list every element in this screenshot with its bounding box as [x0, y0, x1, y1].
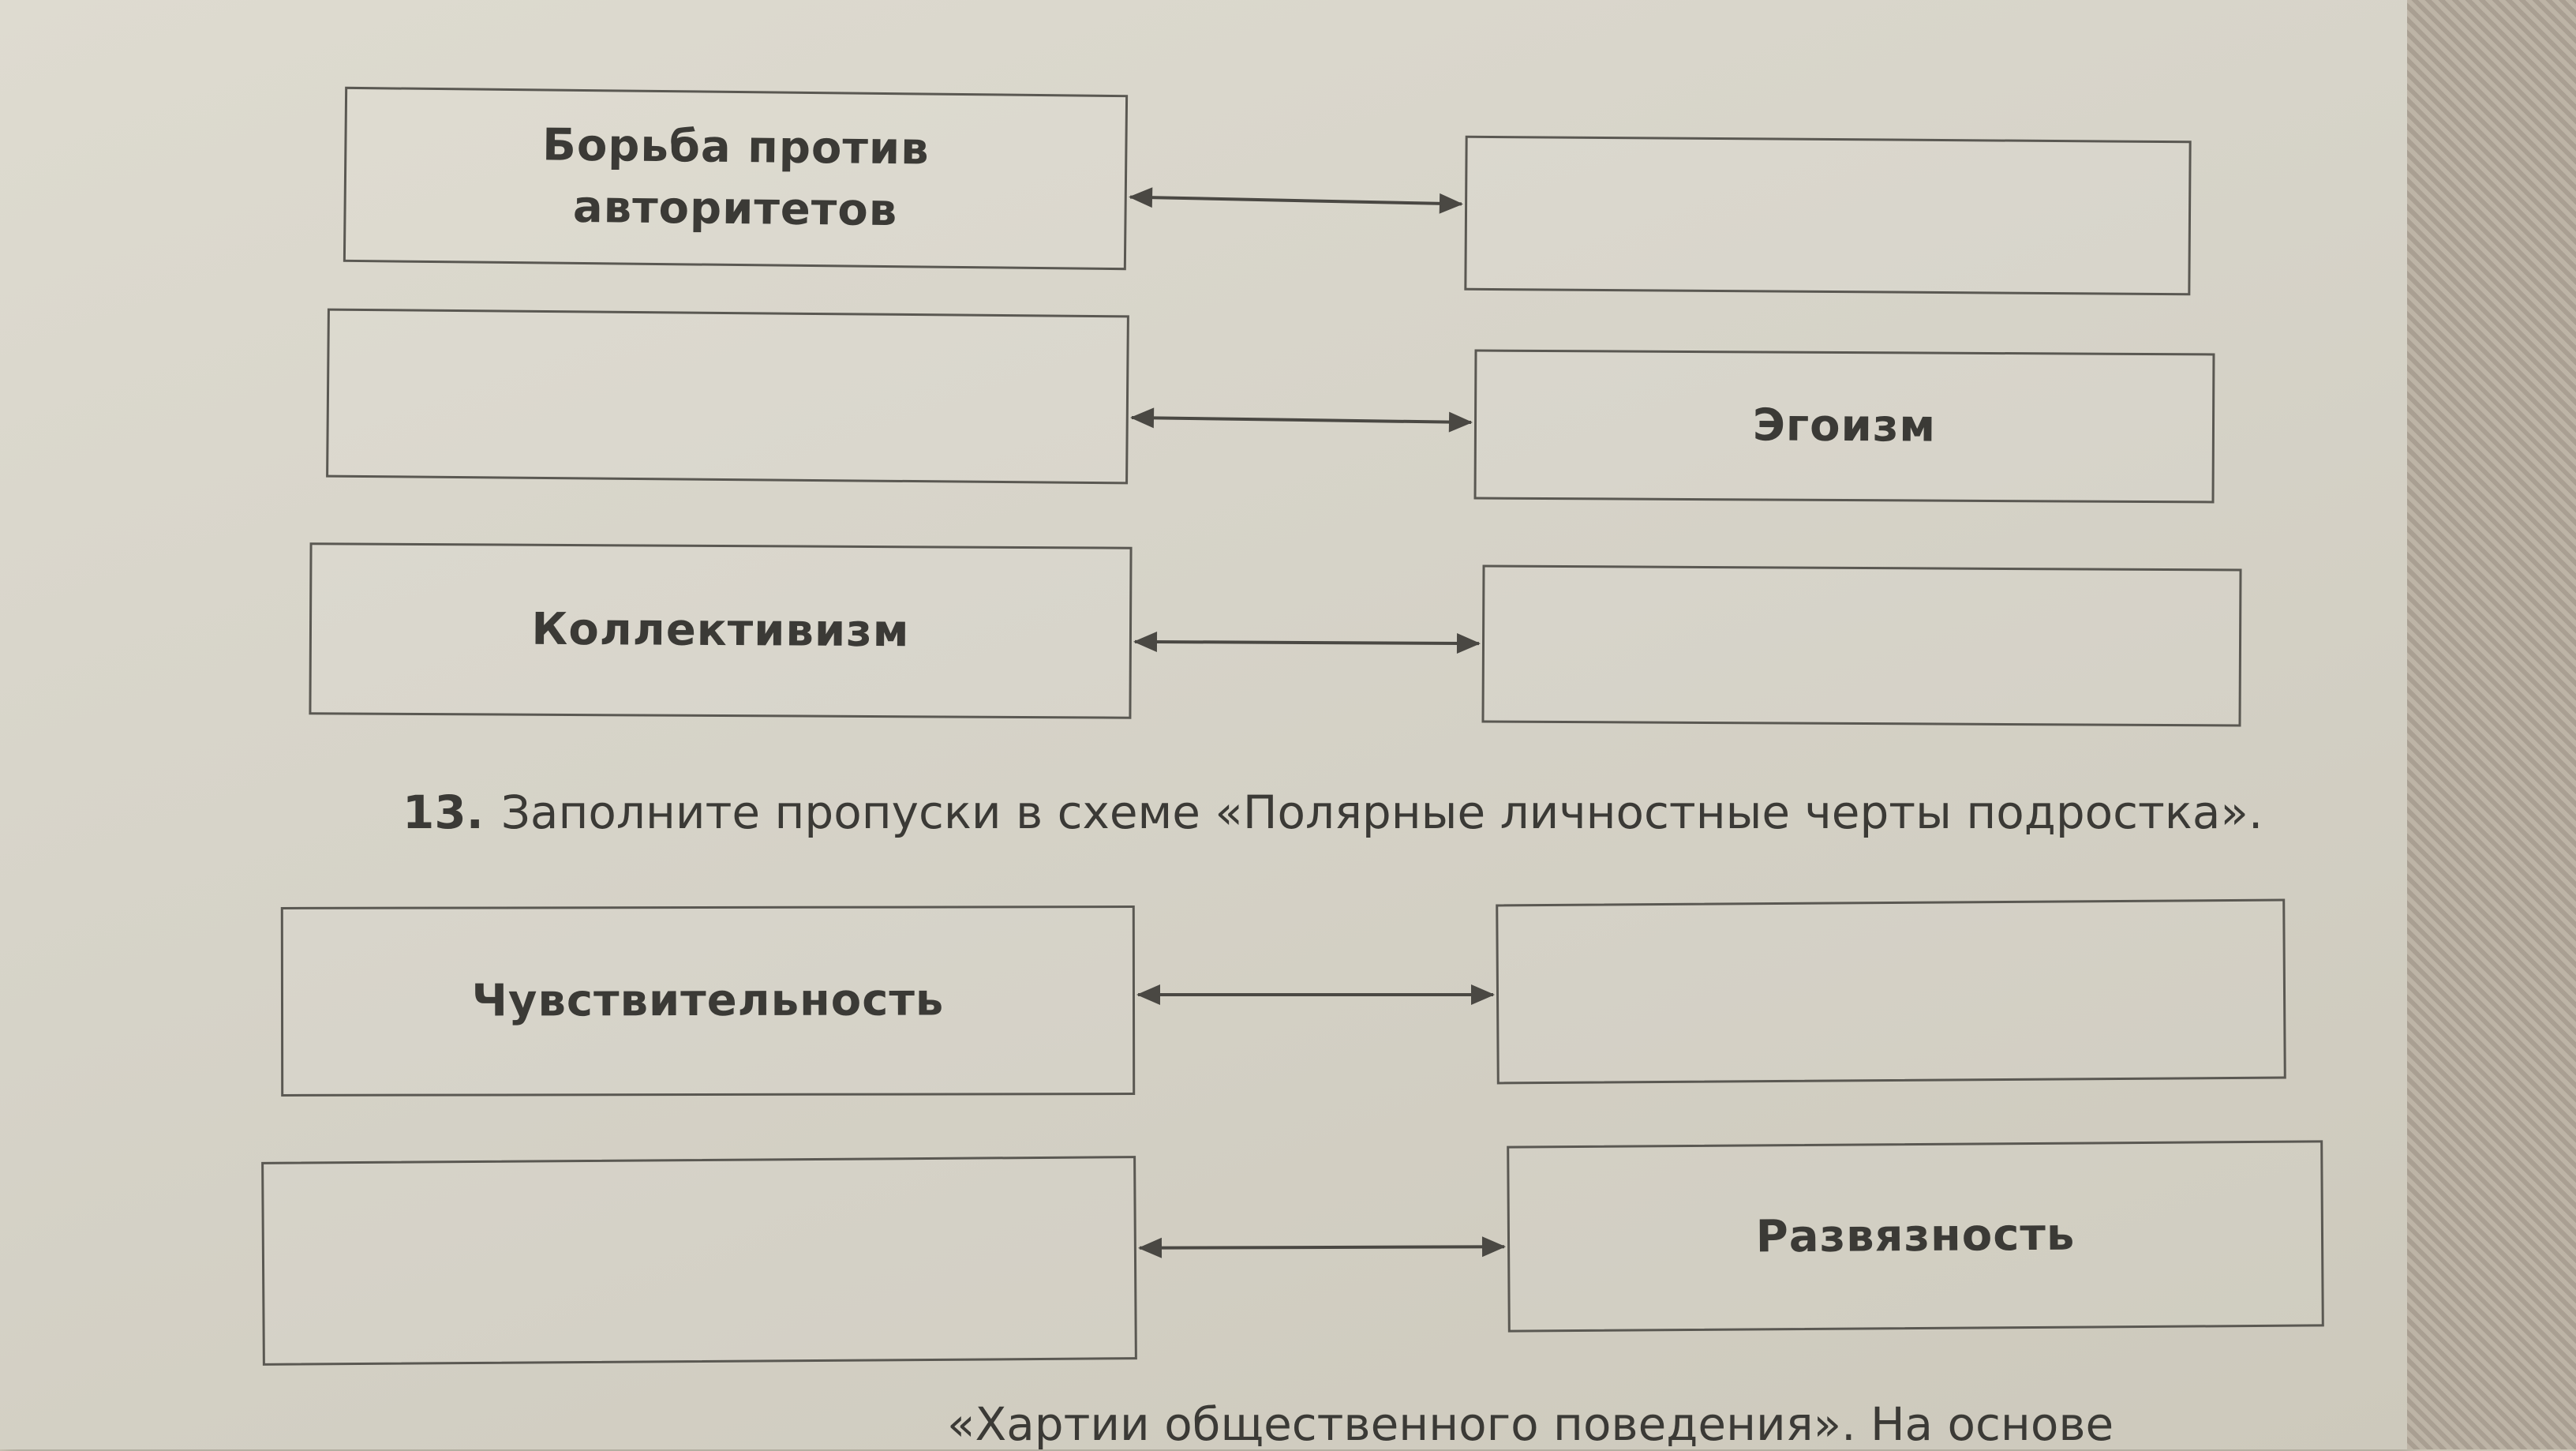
top-row1-arrow	[1130, 195, 1462, 206]
task13-row1-right-box[interactable]	[1496, 898, 2286, 1085]
top-row1-right-box[interactable]	[1464, 135, 2192, 296]
task-13-heading: 13. Заполните пропуски в схеме «Полярные …	[402, 785, 2263, 839]
task13-row2-right-text: Развязность	[1755, 1209, 2076, 1263]
top-row3-right-box[interactable]	[1481, 564, 2242, 727]
task13-row2-right-box[interactable]: Развязность	[1507, 1140, 2324, 1333]
top-row2-right-box[interactable]: Эгоизм	[1473, 349, 2215, 504]
background-fabric	[2407, 0, 2576, 1449]
task13-row2-arrow	[1139, 1245, 1505, 1250]
top-row1-left-box[interactable]: Борьба против авторитетов	[343, 86, 1129, 271]
task13-row1-left-text: Чувствительность	[471, 974, 945, 1027]
top-row3-left-box[interactable]: Коллективизм	[309, 542, 1133, 719]
top-row1-left-text: Борьба против авторитетов	[541, 119, 930, 237]
task-text: Заполните пропуски в схеме «Полярные лич…	[500, 785, 2263, 839]
task13-row1-arrow	[1136, 984, 1495, 1005]
top-row2-arrow	[1131, 415, 1472, 425]
workbook-page: Борьба против авторитетов Эгоизм Коллект…	[0, 0, 2407, 1449]
top-row3-arrow	[1134, 639, 1480, 646]
footer-text: «Хартии общественного поведения». На осн…	[947, 1397, 2114, 1451]
task13-row1-left-box[interactable]: Чувствительность	[280, 905, 1136, 1097]
top-row2-left-box[interactable]	[326, 308, 1129, 485]
task13-row2-left-box[interactable]	[261, 1156, 1137, 1366]
task-number: 13.	[402, 785, 484, 839]
top-row3-left-text: Коллективизм	[531, 603, 910, 658]
top-row2-right-text: Эгоизм	[1752, 399, 1937, 452]
